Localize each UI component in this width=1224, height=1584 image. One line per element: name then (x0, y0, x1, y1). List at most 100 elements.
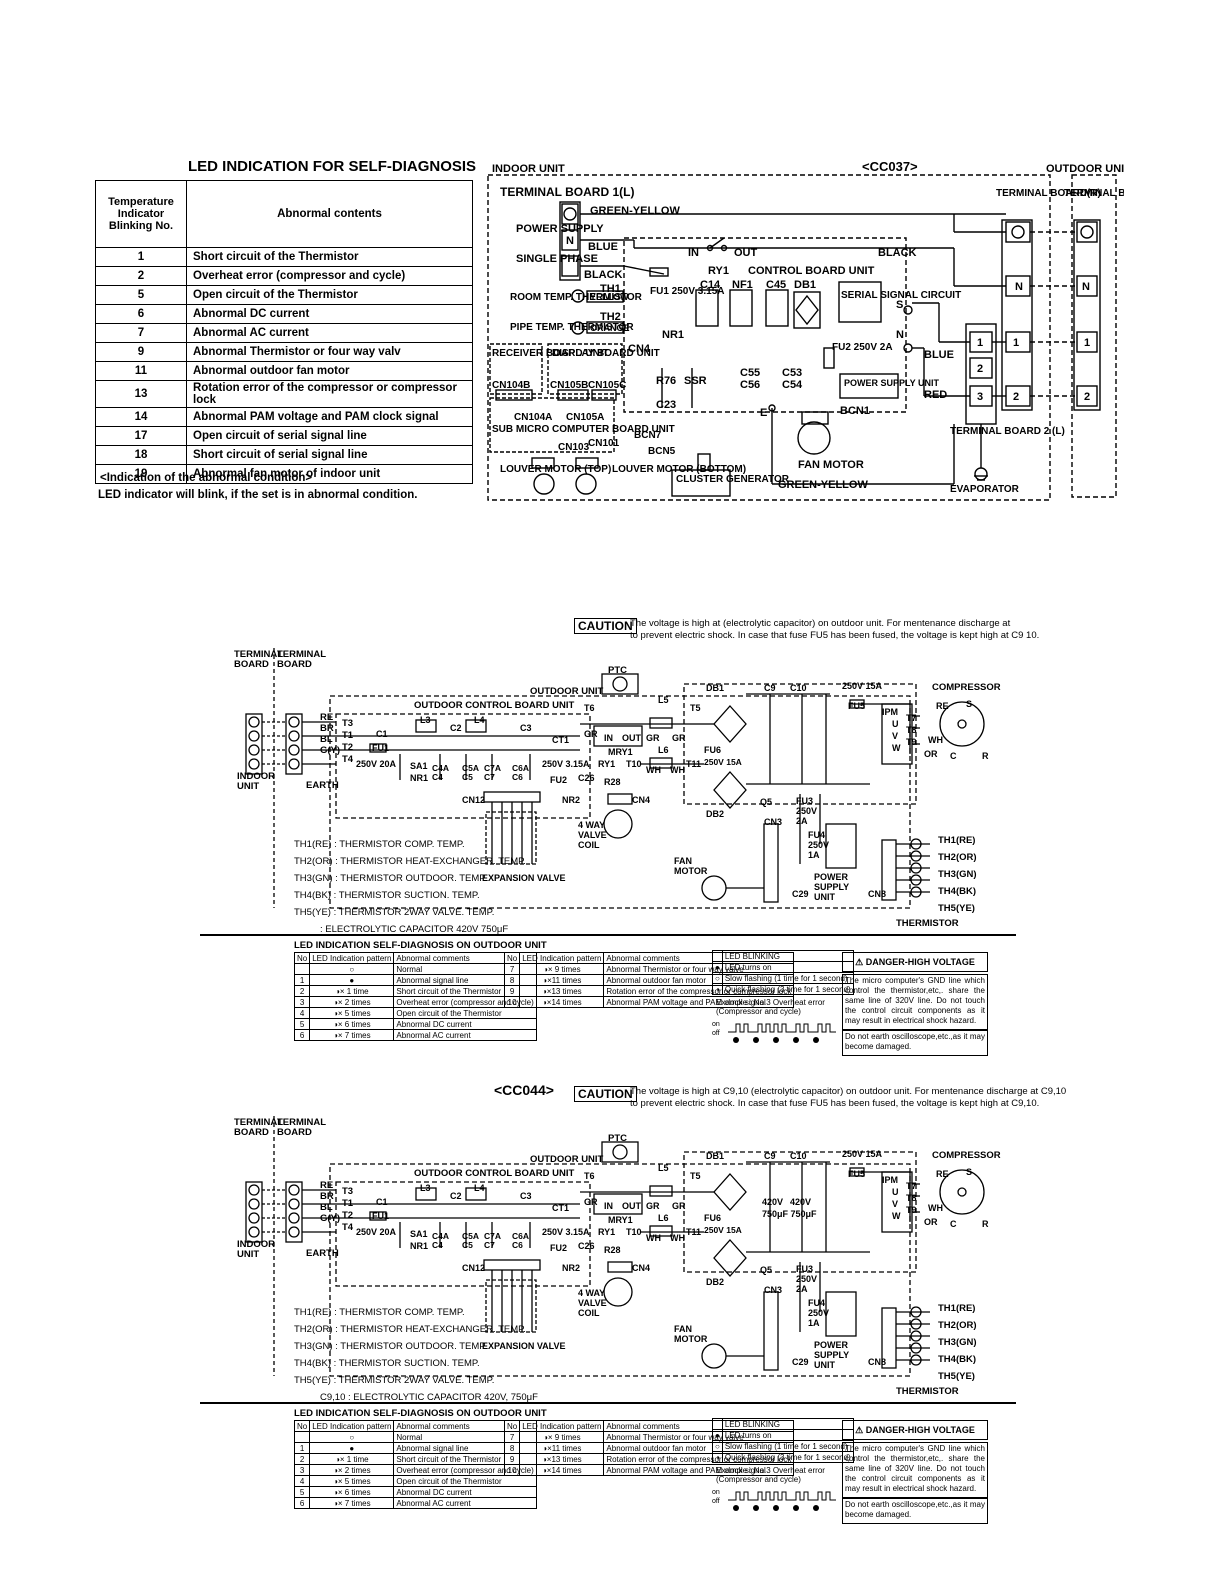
cell-no: 9 (503, 985, 521, 997)
outdoor-section-cc044: CAUTION The voltage is high at C9,10 (el… (0, 1084, 1224, 1554)
terminal-board-r-label: TERMINAL BOARD(R) (996, 188, 1101, 199)
wh-label-1: WH (646, 765, 661, 775)
gr-label-1: GR (584, 729, 598, 739)
u-label: U (892, 719, 899, 729)
rating-3-15a: 250V 3.15A (542, 759, 590, 769)
thermistor-label: THERMISTOR (896, 1386, 959, 1397)
terminal-board-left: TERMINAL BOARD (234, 1117, 283, 1138)
fu1-label: FU1 (372, 743, 390, 753)
cell-no: 10 (503, 996, 521, 1008)
orange-label: ORANGE (590, 323, 630, 333)
ct1-label: CT1 (552, 735, 570, 745)
cell-pat: ● (309, 1442, 395, 1454)
control-board-unit-label: CONTROL BOARD UNIT (748, 265, 875, 277)
blue-label: BLUE (588, 241, 618, 253)
cell-pat: ◑× 5 times (309, 1475, 395, 1487)
wire-br: BR (320, 1191, 334, 1202)
ipm-label: IPM (882, 1175, 899, 1185)
c7-label: C7 (484, 1240, 495, 1250)
lead-c: C (950, 1219, 957, 1229)
desc-th5: TH5(YE) : THERMISTOR 2WAY VALVE. TEMP. (294, 907, 495, 918)
cluster-generator-label: CLUSTER GENERATOR (676, 474, 790, 485)
caution-text-1: The voltage is high at C9,10 (electrolyt… (630, 1086, 1067, 1097)
c56-label: C56 (740, 379, 760, 391)
legend-sym: ○ (712, 1440, 723, 1452)
led-legend-table: LED BLINKING●LED turns on○Slow flashing … (712, 1418, 854, 1463)
blinking-no: 18 (95, 445, 187, 465)
nf1-label: NF1 (732, 279, 753, 291)
wh-label-2: WH (670, 1233, 685, 1243)
outdoor-unit-frame (1071, 174, 1117, 498)
legend-row: ○Slow flashing (1 time for 1 second) (712, 1440, 854, 1452)
desc-th4: TH4(BK) : THERMISTOR SUCTION. TEMP. (294, 890, 480, 901)
gr-label-2: GR (646, 1201, 660, 1211)
blinking-no: 17 (95, 426, 187, 446)
abnormal-content: Short circuit of serial signal line (186, 445, 473, 465)
wire-labels: RE BR BL G(Y) (320, 1180, 340, 1224)
abnormal-content: Abnormal fan motor of indoor unit (186, 464, 473, 484)
cn101-label: CN101 (588, 438, 620, 449)
abnormal-content: Overheat error (compressor and cycle) (186, 266, 473, 286)
cell-no: 7 (503, 1431, 521, 1443)
wire-re: RE (320, 1180, 334, 1191)
table-row: 1●Abnormal signal line (293, 1442, 537, 1454)
table-row: ○Normal (293, 1431, 537, 1443)
c29-label: C29 (792, 1357, 809, 1367)
fu5-label: FU5 (848, 1169, 866, 1179)
black-label: BLACK (584, 269, 623, 281)
legend-sym: ● (712, 1429, 723, 1441)
fu3-label: FU3 250V 2A (796, 1264, 818, 1294)
expansion-valve-label: EXPANSION VALVE (482, 1341, 566, 1351)
legend-row: LED BLINKING (712, 950, 854, 962)
abnormal-content: Abnormal outdoor fan motor (186, 361, 473, 381)
lead-c: C (950, 751, 957, 761)
fu6-rating: 250V 15A (704, 1225, 742, 1235)
th3-label: TH3(GN) (938, 1337, 977, 1348)
abnormal-content: Rotation error of the compressor or comp… (186, 380, 473, 408)
cell-no: 5 (293, 1018, 311, 1030)
v-label: V (892, 1199, 899, 1209)
sa1-label: SA1 (410, 1229, 428, 1239)
lead-s: S (966, 699, 973, 709)
th-no: No (293, 952, 311, 964)
example-text: Example : No.3 Overheat error (Compresso… (716, 1466, 825, 1484)
l4-label: L4 (474, 715, 485, 725)
cell-no: 6 (293, 1029, 311, 1041)
blue-label-2: BLUE (924, 349, 954, 361)
thermistor-list: TH1(RE) TH2(OR) TH3(GN) TH4(BK) TH5(YE) (938, 832, 977, 917)
serial-signal-circuit-label: SERIAL SIGNAL CIRCUIT (841, 290, 961, 301)
red-label: RED (924, 389, 947, 401)
legend-text: LED turns on (721, 1429, 854, 1441)
legend-sym (712, 1418, 723, 1430)
cn103-label: CN103 (558, 442, 590, 453)
cell-text: Abnormal PAM voltage and PAM clock signa… (603, 996, 795, 1008)
danger-text-2: Do not earth oscilloscope,etc.,as it may… (842, 1498, 988, 1524)
tb1-n: N (566, 235, 574, 247)
gr-label-2: GR (646, 733, 660, 743)
desc-th1: TH1(RE) : THERMISTOR COMP. TEMP. (294, 839, 465, 850)
room-temp-label: ROOM TEMP. THERMISTOR (510, 292, 643, 303)
cap-value-1: 420V (790, 1197, 812, 1207)
terminal-board-1 (559, 201, 581, 281)
wh-label-1: WH (646, 1233, 661, 1243)
cell-pat: ◑× 1 time (309, 1453, 395, 1465)
cell-no (293, 963, 311, 975)
db1-label: DB1 (706, 683, 725, 693)
thermistor-label: THERMISTOR (896, 918, 959, 929)
desc-th2: TH2(OR) : THERMISTOR HEAT-EXCHANGER. TEM… (294, 856, 526, 867)
ry1-label: RY1 (598, 1227, 616, 1237)
outdoor-diagram-block: CAUTION The voltage is high at (electrol… (0, 616, 1224, 1086)
q5-label: Q5 (760, 1265, 773, 1275)
legend-sym: ● (712, 961, 723, 973)
